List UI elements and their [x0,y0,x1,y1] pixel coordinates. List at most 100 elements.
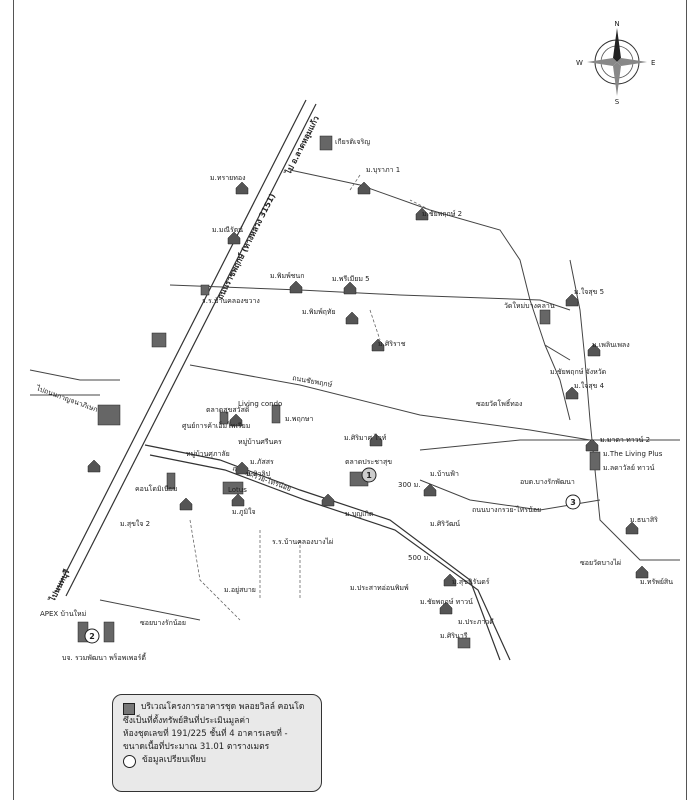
subject-swatch-icon [123,703,135,715]
place-label: ม.พิมพ์ชนก [270,272,304,280]
marker-3: 3 [570,498,576,507]
house-icon [235,181,249,195]
legend-line-2: ซึ่งเป็นที่ตั้งทรัพย์สินที่ประเมินมูลค่า [123,716,250,726]
to-north-label: ไป อ.ลาดหลุมแก้ว [282,114,322,178]
house-icon [345,311,359,325]
place-label: ม.ทิวลิป [246,470,271,478]
place-label: ม.มณีรัตน์ [212,226,243,234]
house-icon [235,461,249,475]
place-label: ม.สุขใจ 2 [120,519,150,528]
house-icon [289,280,303,294]
place-label: ม.ชัยพฤกษ์ 2 [422,210,462,218]
place-label: ม.บ้านฟ้า [430,470,459,478]
house-icon [415,207,429,221]
place-label: ร.ร.บ้านคลองบางไผ่ [272,537,333,546]
place-label: ม.ศิริมาศ ไวท์ [344,433,387,442]
map-legend: บริเวณโครงการอาคารชุด พลอยวิลล์ คอนโด ซึ… [112,694,322,792]
place-label: ม.บุญเกิด [345,510,373,518]
place-label: ม.ใจสุข 4 [574,381,605,390]
compass-e: E [651,59,655,67]
legend-line-3: ห้องชุดเลขที่ 191/225 ชั้นที่ 4 อาคารเลข… [123,729,288,739]
highway-label: ถนนราชพฤกษ์ (ทางหลวง 3151) [215,192,277,301]
legend-row-subject: บริเวณโครงการอาคารชุด พลอยวิลล์ คอนโด [123,701,311,715]
distance-2: 500 ม. [408,554,430,562]
right-border [686,0,687,800]
house-icon [357,181,371,195]
compass-w: W [576,59,583,67]
place-label: ศูนย์การค้าเอ็มโพเรียม [182,421,250,430]
building-icon [219,411,229,425]
marker-subject: 1 [361,467,377,483]
place-label: ถนนบางกรวย-ไทรน้อย [472,505,541,514]
place-label: ม.ลดาวัลย์ ทาวน์ [603,464,655,472]
building-icons [77,135,601,649]
marker-2: 2 [89,632,95,641]
main-highway [55,99,317,597]
place-label: หมู่บ้านศุภาลัย [186,450,230,458]
building-icon [151,332,167,348]
place-label: ม.ธนาสิริ [630,516,658,524]
place-label: ม.ภูมิใจ [232,507,256,516]
house-icon [439,601,453,615]
compass-n: N [614,20,619,28]
place-label: ม.สุขนิรันดร์ [452,578,490,586]
place-label: ม.ศิริวัฒน์ [430,520,460,528]
place-label: หมู่บ้านศรีนคร [238,438,282,446]
place-label: ม.ชัยพฤกษ์ จังหวัด [550,368,606,376]
place-label: ม.พิมพ์ฤทัย [302,308,336,316]
house-icon [343,281,357,295]
legend-row-comparison: ข้อมูลเปรียบเทียบ [123,754,311,768]
house-icon [585,438,599,452]
house-icon [231,493,245,507]
marker-comparison-2: 2 [84,628,100,644]
place-label: ม.มาตา ทาวน์ 2 [600,436,650,444]
place-label: ม.พรีเมียม 5 [332,275,370,283]
place-label: ซอยวัดโพธิ์ทอง [476,398,522,408]
place-label: อบต.บางรักพัฒนา [520,478,575,486]
place-label: ร.ร.บ้านคลองขวาง [202,297,260,305]
house-icon [179,497,193,511]
place-label: ม.เพลินเพลง [592,341,630,349]
house-icon [443,573,457,587]
place-label: ตลาดสุขสวัสดิ์ [206,404,251,414]
house-icon [227,231,241,245]
road-network [29,169,680,661]
place-label: ม.ประสาทอ่อนพิมพ์ [350,584,409,592]
distance-1: 300 ม. [398,481,420,489]
house-icon [371,338,385,352]
place-label: ม.ทรัพย์สิน [640,578,673,586]
house-icons [87,181,649,615]
place-label: ม.ศิรินารี [440,632,468,640]
to-west-label: ไปถนนกาญจนาภิเษก [34,383,99,414]
building-icon [457,637,471,649]
place-label: ม.ศิริราช [378,340,406,348]
building-icon [271,404,281,424]
place-label: ม.บุราภา 1 [366,166,400,174]
place-label: Lotus [228,486,247,494]
building-icon [222,481,244,495]
legend-line-5: ข้อมูลเปรียบเทียบ [142,755,206,765]
building-icon [200,284,210,296]
place-label: ม.อยู่สบาย [224,586,256,594]
khlong-road-label: ถนนชัยพฤกษ์ [292,374,334,389]
legend-line-4: ขนาดเนื้อที่ประมาณ 31.01 ตารางเมตร [123,742,270,752]
place-label: ม.The Living Plus [603,450,663,458]
house-icon [565,293,579,307]
place-label: ม.ใจสุข 5 [574,287,604,296]
marker-comparison-3: 3 [565,494,581,510]
place-label: ม.ประภาวดี [458,618,494,626]
place-label: ซอยวัดบางไผ่ [580,558,621,567]
place-labels: เกียรติเจริญ ม.บุราภา 1 ม.ทรายทอง ม.มณีร… [40,138,673,662]
place-label: ม.ทรายทอง [210,174,245,182]
building-icon [319,135,333,151]
place-label: ม.พฤกษา [285,415,314,423]
place-label: ม.ชัยพฤกษ์ ทาวน์ [420,598,473,606]
house-icon [635,565,649,579]
place-label: Living condo [238,400,282,408]
place-label: คอนโดมิเนียม [135,484,178,493]
place-label: ม.ภัสสร [250,458,274,466]
place-label: บจ. รวมพัฒนา พร็อพเพอร์ตี้ [62,651,147,662]
building-icon [589,451,601,471]
place-label: วัดใหม่บางคลาน [504,301,555,310]
